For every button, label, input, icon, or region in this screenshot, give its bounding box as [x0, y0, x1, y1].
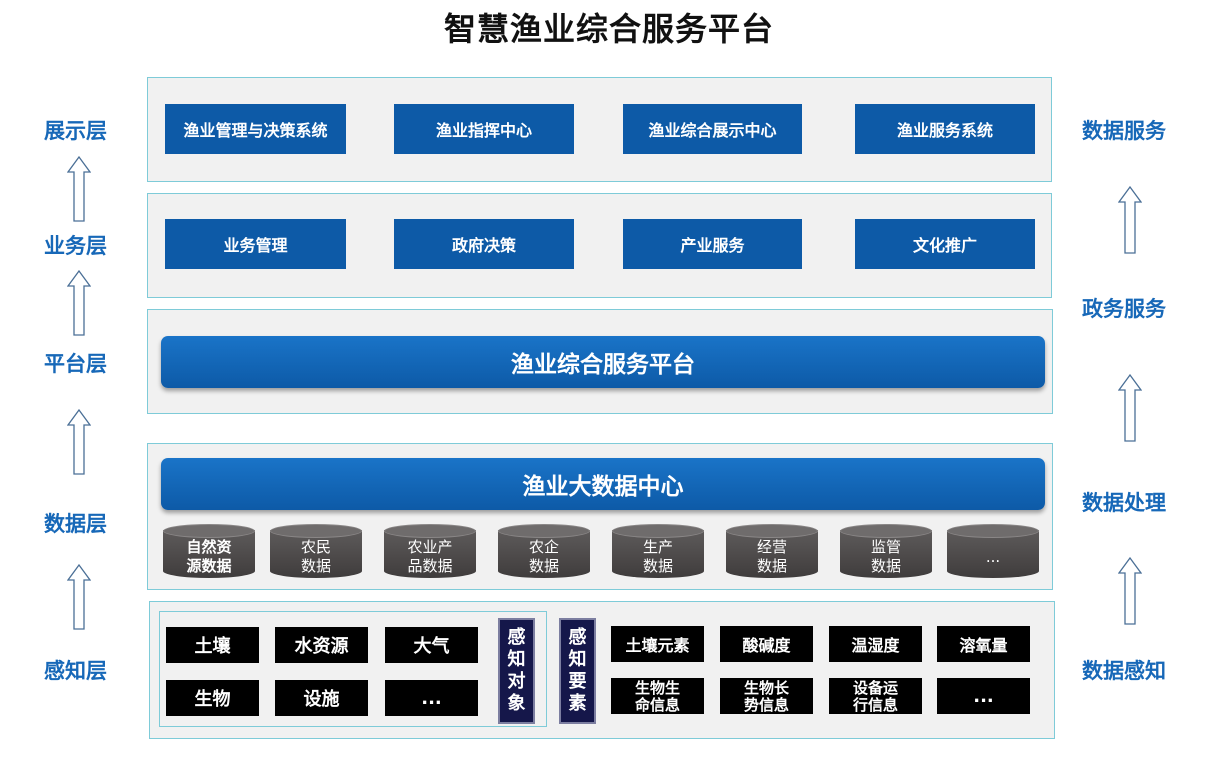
database-cylinder: 农民 数据: [270, 524, 362, 580]
sensing-element-tile: 生物生 命信息: [611, 678, 704, 714]
database-cylinder: 生产 数据: [612, 524, 704, 580]
business-management: 业务管理: [165, 219, 346, 269]
label-gov-service: 政务服务: [1082, 297, 1166, 321]
sensing-object-tile: ...: [385, 680, 478, 716]
sensing-element-tile: 溶氧量: [937, 626, 1030, 662]
database-cylinder: 自然资 源数据: [163, 524, 255, 580]
database-cylinder: ...: [947, 524, 1039, 580]
page-title: 智慧渔业综合服务平台: [443, 10, 774, 48]
label-data-sensing: 数据感知: [1082, 659, 1166, 683]
sensing-element-tile: 酸碱度: [720, 626, 813, 662]
up-arrow-icon: [1118, 374, 1142, 442]
sensing-element-tile: 温湿度: [829, 626, 922, 662]
label-display-layer: 展示层: [44, 119, 107, 143]
label-platform-layer: 平台层: [44, 352, 107, 376]
label-data-layer: 数据层: [44, 512, 107, 536]
fishery-command-center: 渔业指挥中心: [394, 104, 574, 154]
fishery-management-decision-system: 渔业管理与决策系统: [165, 104, 346, 154]
sensing-object-tile: 生物: [166, 680, 259, 716]
sensing-object-tile: 水资源: [275, 627, 368, 663]
label-data-service: 数据服务: [1082, 119, 1166, 143]
up-arrow-icon: [67, 270, 91, 336]
culture-promotion: 文化推广: [855, 219, 1035, 269]
database-cylinder: 农企 数据: [498, 524, 590, 580]
label-data-processing: 数据处理: [1082, 491, 1166, 515]
sensing-element-tile: 土壤元素: [611, 626, 704, 662]
up-arrow-icon: [1118, 186, 1142, 254]
database-cylinder: 农业产 品数据: [384, 524, 476, 580]
label-business-layer: 业务层: [44, 234, 107, 258]
up-arrow-icon: [67, 409, 91, 475]
sensing-element-tile: 设备运 行信息: [829, 678, 922, 714]
sensing-objects-tag: 感知对象: [498, 618, 535, 724]
big-data-center-bar: 渔业大数据中心: [161, 458, 1045, 510]
database-cylinder: 监管 数据: [840, 524, 932, 580]
sensing-element-tile: 生物长 势信息: [720, 678, 813, 714]
sensing-object-tile: 设施: [275, 680, 368, 716]
sensing-elements-tag: 感知要素: [559, 618, 596, 724]
up-arrow-icon: [67, 156, 91, 222]
up-arrow-icon: [1118, 557, 1142, 625]
sensing-object-tile: 大气: [385, 627, 478, 663]
industry-service: 产业服务: [623, 219, 802, 269]
government-decision: 政府决策: [394, 219, 574, 269]
platform-bar: 渔业综合服务平台: [161, 336, 1045, 388]
fishery-service-system: 渔业服务系统: [855, 104, 1035, 154]
up-arrow-icon: [67, 564, 91, 630]
fishery-display-center: 渔业综合展示中心: [623, 104, 802, 154]
sensing-object-tile: 土壤: [166, 627, 259, 663]
sensing-element-tile: ...: [937, 678, 1030, 714]
label-sensing-layer: 感知层: [44, 659, 107, 683]
database-cylinder: 经营 数据: [726, 524, 818, 580]
